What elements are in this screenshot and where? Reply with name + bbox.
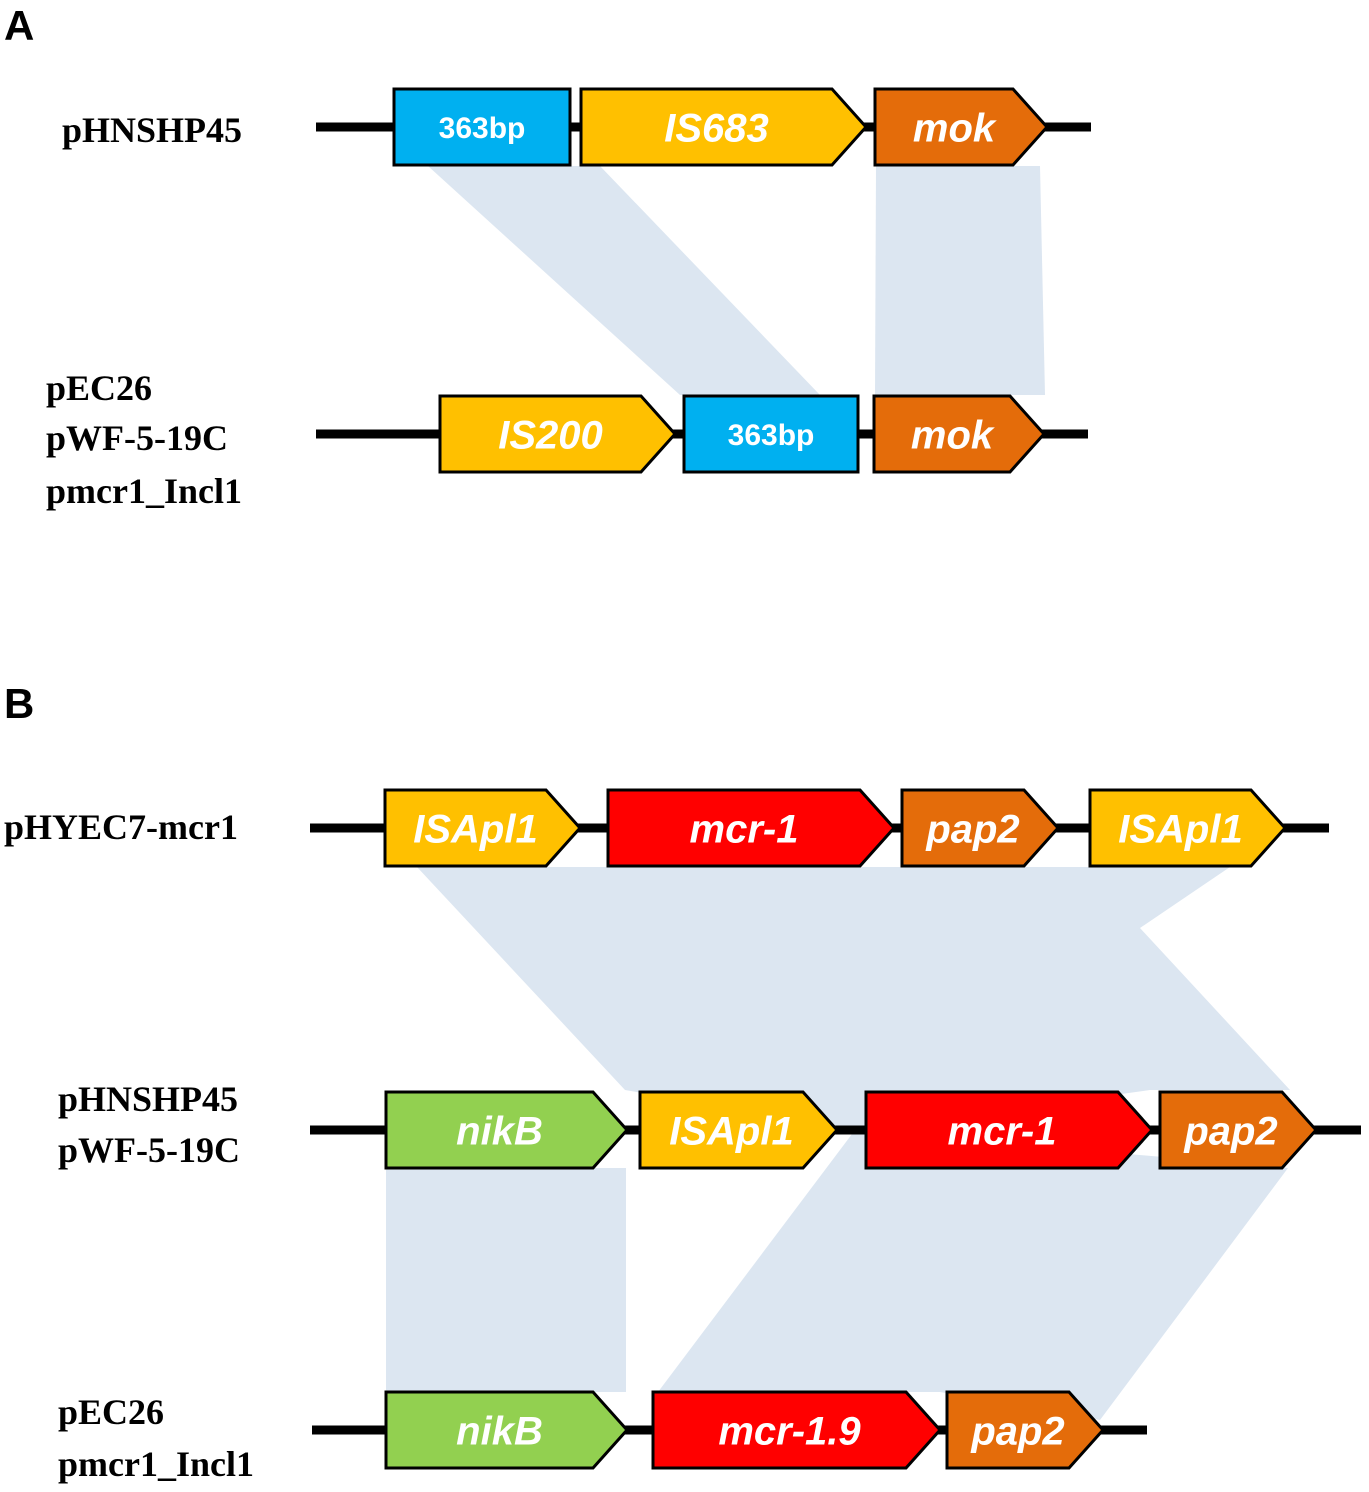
gene-arrow (579, 87, 869, 167)
plasmid-label: pHNSHP45 (58, 1079, 238, 1119)
gene-label: nikB (456, 1109, 543, 1153)
gene-label: ISApl1 (1118, 807, 1242, 851)
gene-arrow (384, 1390, 630, 1470)
gene-label: pap2 (925, 807, 1019, 851)
plasmid-label: pWF-5-19C (58, 1130, 240, 1170)
plasmid-label: pHYEC7-mcr1 (4, 807, 238, 847)
plasmid-label: pEC26 (58, 1392, 164, 1432)
gene-arrow (638, 1090, 840, 1170)
gene-label: 363bp (728, 419, 815, 452)
homology-region (875, 166, 1045, 395)
panel-letter: B (4, 680, 34, 727)
gene-arrow (606, 788, 897, 868)
gene-label: mok (911, 413, 995, 457)
homology-region (386, 1168, 626, 1392)
gene-arrow (872, 394, 1047, 474)
gene-label: 363bp (439, 112, 526, 145)
gene-label: IS200 (498, 413, 603, 457)
gene-label: mcr-1 (948, 1109, 1057, 1153)
gene-label: nikB (456, 1409, 543, 1453)
gene-arrow (383, 788, 583, 868)
gene-arrow (384, 1090, 630, 1170)
gene-arrow (1088, 788, 1288, 868)
plasmid-label: pmcr1_Incl1 (46, 471, 242, 511)
gene-arrow (651, 1390, 943, 1470)
gene-arrow (1158, 1090, 1319, 1170)
gene-label: mok (913, 106, 997, 150)
homology-links (386, 166, 1290, 1420)
gene-arrow (392, 87, 572, 167)
gene-label: pap2 (970, 1409, 1064, 1453)
homology-region (428, 166, 820, 395)
homology-region (417, 867, 1290, 1130)
panel-letter: A (4, 2, 34, 49)
plasmid-label: pEC26 (46, 368, 152, 408)
gene-label: ISApl1 (669, 1109, 793, 1153)
homology-region (658, 1130, 1288, 1420)
labels: ApHNSHP45pEC26pWF-5-19Cpmcr1_Incl1BpHYEC… (4, 2, 254, 1484)
gene-arrow (864, 1090, 1155, 1170)
gene-arrow (873, 87, 1050, 167)
gene-arrow (438, 394, 678, 474)
gene-label: pap2 (1183, 1109, 1277, 1153)
plasmid-label: pHNSHP45 (62, 110, 242, 150)
gene-arrow (945, 1390, 1106, 1470)
gene-label: ISApl1 (413, 807, 537, 851)
plasmid-label: pWF-5-19C (46, 418, 228, 458)
plasmid-label: pmcr1_Incl1 (58, 1444, 254, 1484)
gene-label: IS683 (664, 106, 769, 150)
gene-arrow (900, 788, 1061, 868)
gene-arrow (682, 394, 860, 474)
gene-label: mcr-1 (690, 807, 799, 851)
gene-label: mcr-1.9 (718, 1409, 861, 1453)
